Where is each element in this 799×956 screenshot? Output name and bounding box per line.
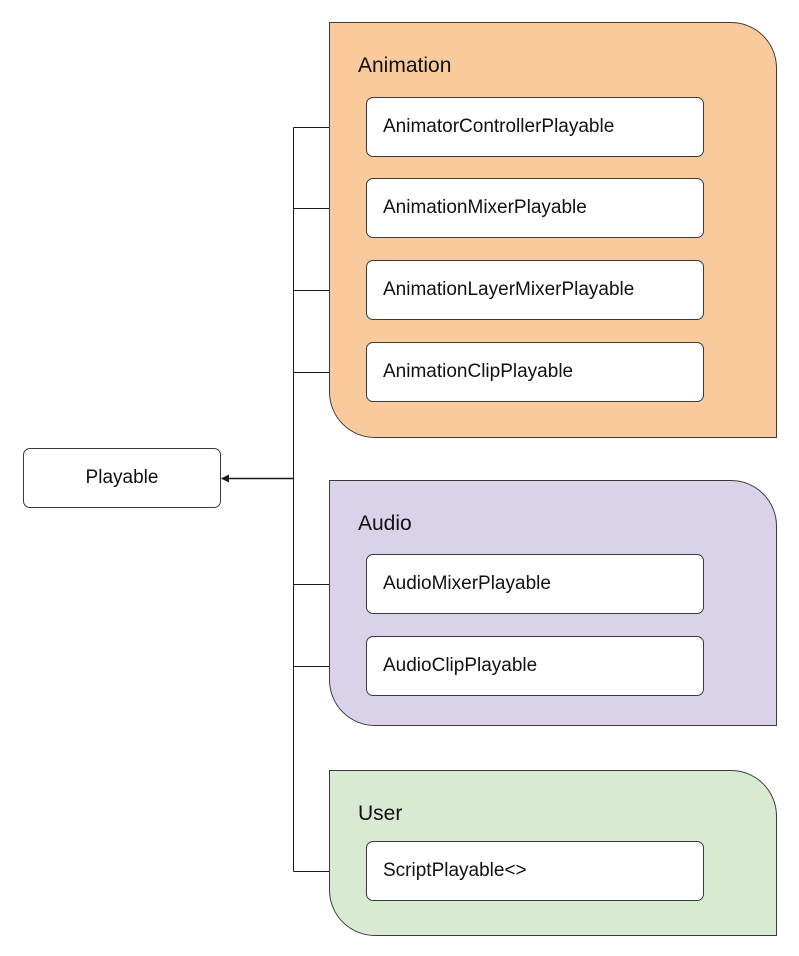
playable-node[interactable]: Playable (23, 448, 221, 508)
node-label: AudioClipPlayable (383, 655, 538, 676)
audio-clip-playable-node[interactable]: AudioClipPlayable (366, 636, 704, 696)
animation-mixer-playable-node[interactable]: AnimationMixerPlayable (366, 178, 704, 238)
animation-group: Animation AnimatorControllerPlayable Ani… (329, 22, 777, 438)
node-label: ScriptPlayable<> (383, 860, 527, 881)
node-label: AnimationClipPlayable (383, 361, 574, 382)
node-label: AudioMixerPlayable (383, 573, 551, 594)
audio-mixer-playable-node[interactable]: AudioMixerPlayable (366, 554, 704, 614)
script-playable-node[interactable]: ScriptPlayable<> (366, 841, 704, 901)
playable-node-label: Playable (85, 467, 159, 488)
user-group: User ScriptPlayable<> (329, 770, 777, 936)
animation-clip-playable-node[interactable]: AnimationClipPlayable (366, 342, 704, 402)
user-group-title: User (358, 802, 403, 825)
animation-group-title: Animation (358, 54, 452, 77)
node-label: AnimationLayerMixerPlayable (383, 279, 635, 300)
animation-layer-mixer-playable-node[interactable]: AnimationLayerMixerPlayable (366, 260, 704, 320)
audio-group-title: Audio (358, 512, 412, 535)
animator-controller-playable-node[interactable]: AnimatorControllerPlayable (366, 97, 704, 157)
node-label: AnimatorControllerPlayable (383, 116, 615, 137)
node-label: AnimationMixerPlayable (383, 197, 587, 218)
audio-group: Audio AudioMixerPlayable AudioClipPlayab… (329, 480, 777, 726)
